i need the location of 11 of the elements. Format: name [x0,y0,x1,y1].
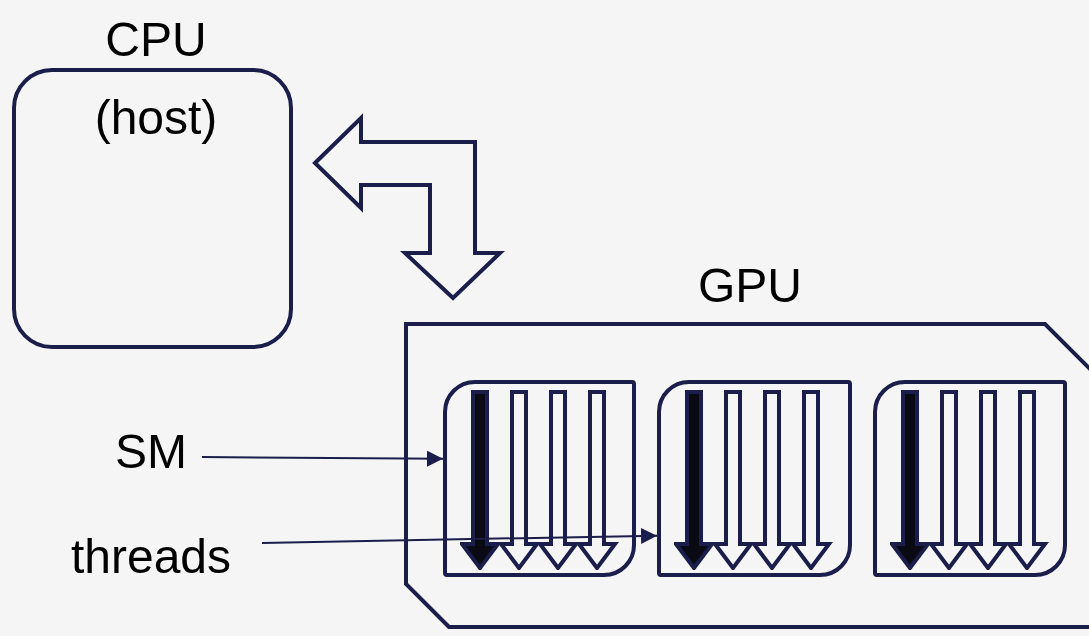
node-label: CPU [105,16,207,64]
node-label: (host) [94,94,218,142]
sm-box [657,380,852,577]
sm-box [443,380,636,577]
text-label: threads [70,533,232,581]
double-arrow [312,113,505,301]
leader-arrow [201,450,444,467]
leader-arrow [261,527,658,544]
text-label: SM [115,428,187,476]
sm-box [873,380,1067,577]
node-label: GPU [698,262,802,310]
